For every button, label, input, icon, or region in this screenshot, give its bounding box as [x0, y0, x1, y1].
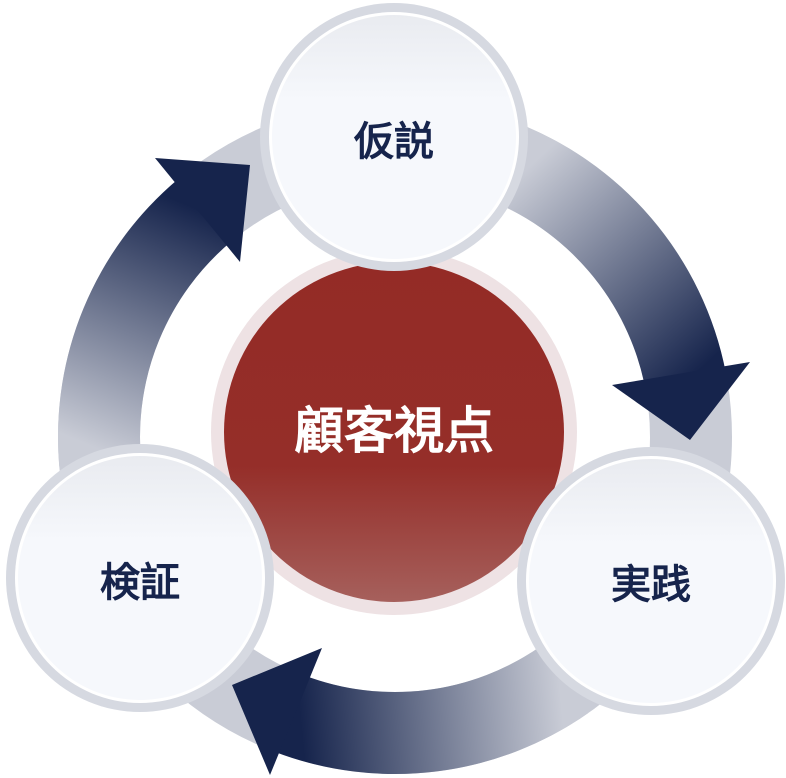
node-practice[interactable]: 実践: [517, 447, 785, 715]
center-label: 顧客視点: [294, 402, 494, 460]
arrow-verification-to-hypothesis-head-icon: [155, 158, 250, 262]
arrow-practice-to-verification-shaft: [274, 645, 589, 774]
center-circle: [224, 262, 564, 602]
node-label-practice: 実践: [611, 562, 691, 608]
arrow-practice-to-verification-head-icon: [232, 648, 322, 775]
node-label-hypothesis: 仮説: [353, 119, 434, 165]
arrow-hypothesis-to-practice-shaft: [482, 120, 726, 389]
arrow-verification-to-hypothesis-shaft: [57, 178, 232, 467]
node-hypothesis[interactable]: 仮説: [260, 3, 528, 271]
node-verification[interactable]: 検証: [6, 444, 274, 712]
arrow-hypothesis-to-practice-head-icon: [612, 362, 750, 440]
node-label-verification: 検証: [100, 560, 180, 606]
